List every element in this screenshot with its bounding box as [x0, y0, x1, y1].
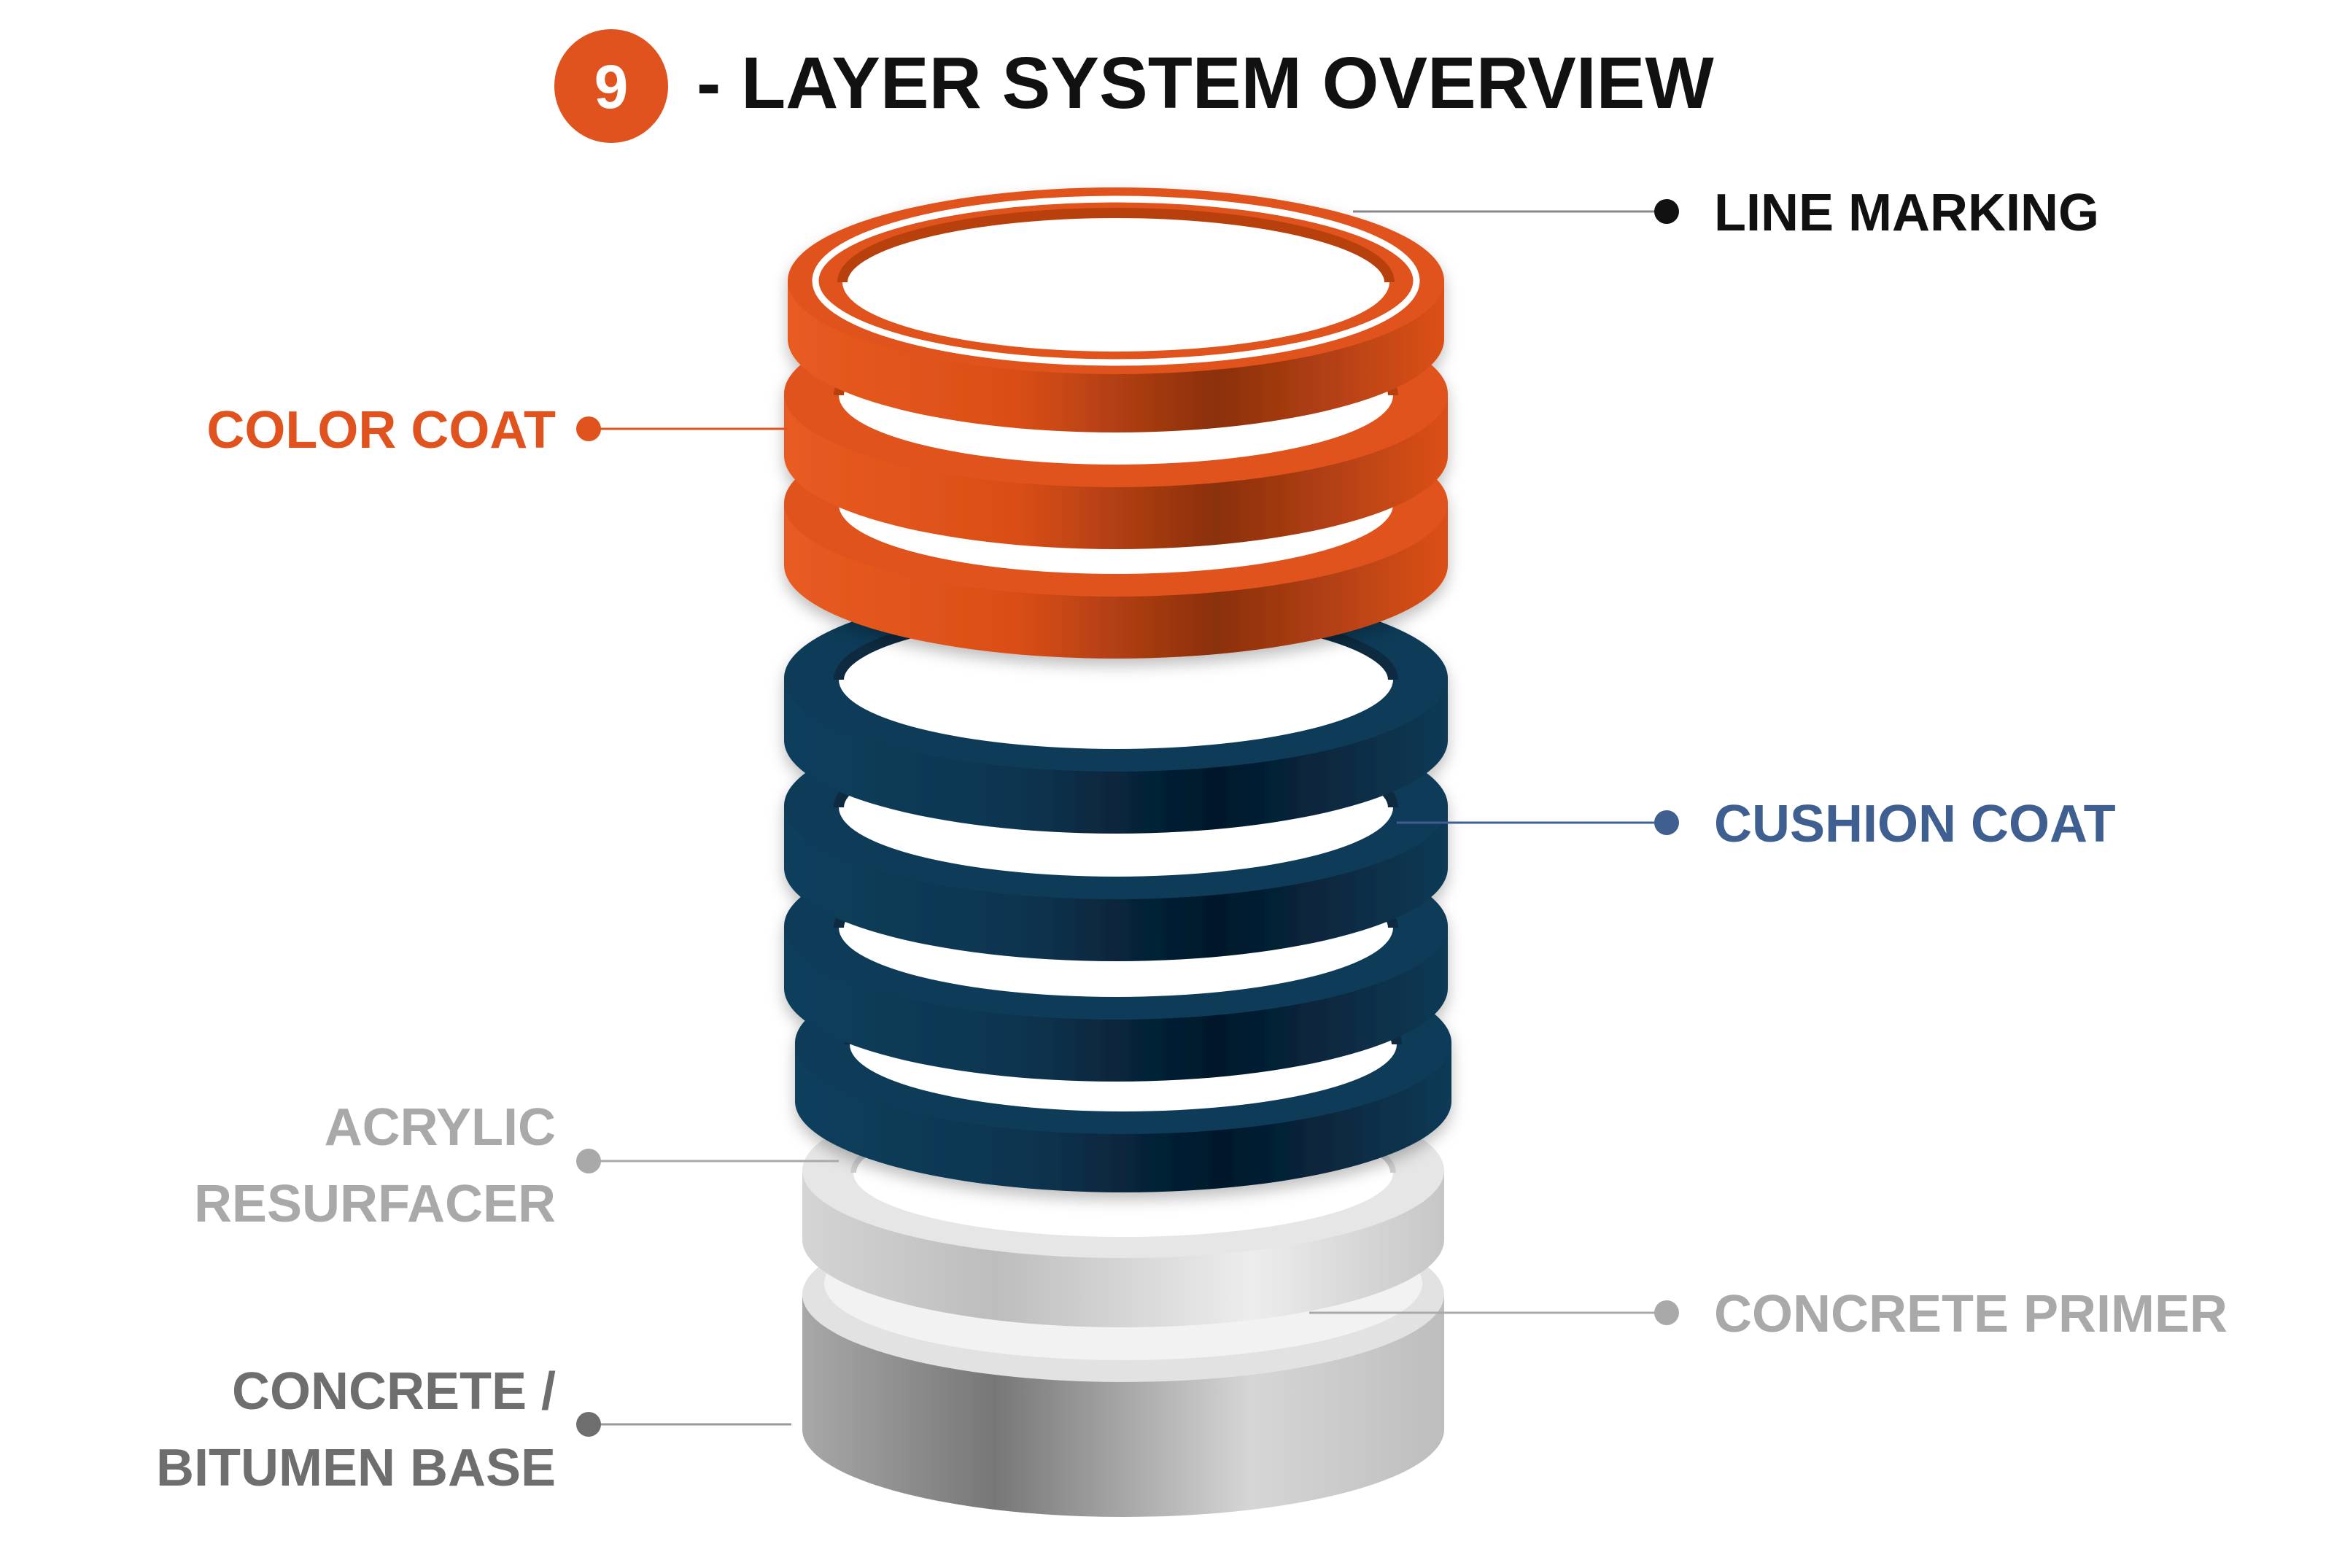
concrete-bitumen-base-label-line2: BITUMEN BASE: [156, 1439, 556, 1497]
label-concrete-bitumen-base: CONCRETE / BITUMEN BASE: [156, 1362, 791, 1497]
header: 9 - LAYER SYSTEM OVERVIEW: [554, 29, 1714, 143]
concrete-bitumen-base-label-line1: CONCRETE /: [232, 1362, 556, 1421]
color-coat-layer: [784, 187, 1448, 659]
concrete-primer-label: CONCRETE PRIMER: [1714, 1285, 2228, 1343]
cushion-coat-label: CUSHION COAT: [1714, 795, 2116, 853]
step-badge: [554, 29, 668, 143]
label-acrylic-resurfacer: ACRYLIC RESURFACER: [194, 1098, 839, 1233]
label-line-marking: LINE MARKING: [1353, 184, 2099, 242]
color-coat-label: COLOR COAT: [206, 401, 556, 459]
color-ring-1: [788, 187, 1444, 432]
cushion-coat-layer: [784, 585, 1451, 1192]
acrylic-resurfacer-label-line2: RESURFACER: [194, 1175, 556, 1233]
line-marking-label: LINE MARKING: [1714, 184, 2099, 242]
acrylic-resurfacer-label-line1: ACRYLIC: [325, 1098, 556, 1157]
label-concrete-primer: CONCRETE PRIMER: [1309, 1285, 2228, 1343]
page-title: - LAYER SYSTEM OVERVIEW: [697, 42, 1714, 124]
step-badge-number: 9: [594, 53, 629, 121]
label-cushion-coat: CUSHION COAT: [1397, 795, 2116, 853]
line-marking-layer: [812, 195, 1420, 366]
label-color-coat: COLOR COAT: [206, 401, 788, 459]
